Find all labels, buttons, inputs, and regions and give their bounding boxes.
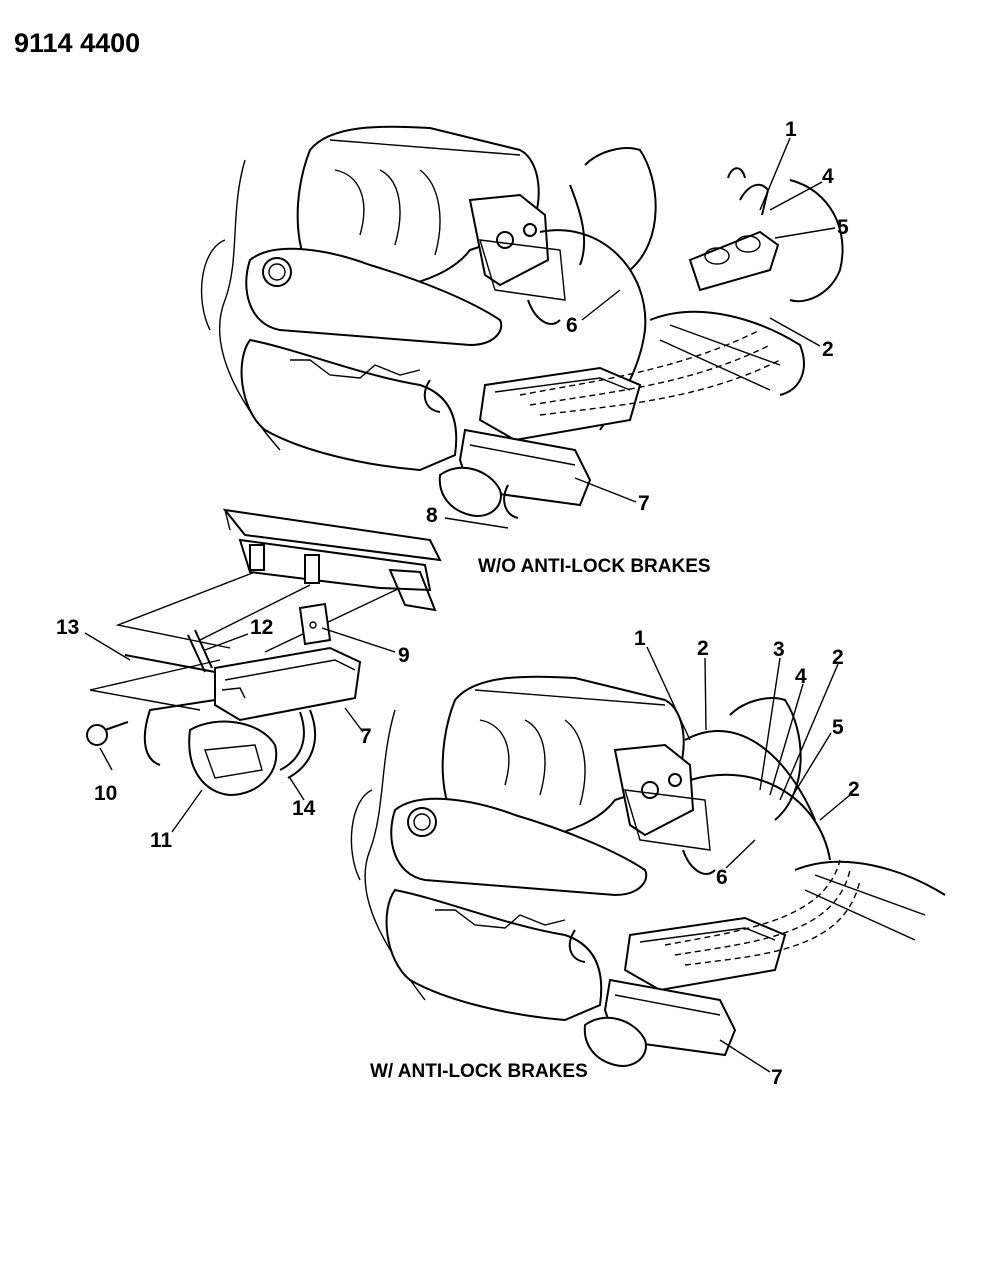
callout-6: 6 [566, 314, 578, 337]
callout-2-bottom-c: 2 [848, 778, 860, 801]
callout-4-bottom: 4 [795, 665, 807, 688]
callout-5-bottom: 5 [832, 716, 844, 739]
callout-7-bottom: 7 [771, 1066, 783, 1089]
callout-6-bottom: 6 [716, 866, 728, 889]
callout-3-bottom: 3 [773, 638, 785, 661]
callout-4: 4 [822, 165, 834, 188]
callout-2-bottom-a: 2 [697, 637, 709, 660]
callout-9: 9 [398, 644, 410, 667]
callout-11: 11 [150, 829, 173, 852]
servo-exploded-view [86, 508, 442, 797]
engine-illustration-with-abs [350, 675, 946, 1067]
callout-7-mid: 7 [360, 725, 372, 748]
callout-1: 1 [785, 118, 797, 141]
caption-without-abs: W/O ANTI-LOCK BRAKES [478, 556, 711, 577]
callout-2-bottom-b: 2 [832, 646, 844, 669]
callout-labels-mid: 13 12 9 7 10 11 14 [56, 616, 410, 852]
engine-illustration-without-abs [200, 125, 844, 519]
callout-1-bottom: 1 [634, 627, 646, 650]
callout-13: 13 [56, 616, 79, 639]
callout-labels-top: 1 4 5 2 6 7 8 [426, 118, 849, 527]
callout-14: 14 [292, 797, 316, 820]
callout-labels-bottom: 1 2 3 4 2 5 2 6 7 [634, 627, 860, 1089]
callout-8: 8 [426, 504, 438, 527]
callout-5: 5 [837, 216, 849, 239]
caption-with-abs: W/ ANTI-LOCK BRAKES [370, 1061, 588, 1082]
callout-leaders-top [444, 137, 836, 529]
callout-leaders-bottom [646, 646, 851, 1073]
document-number: 9114 4400 [14, 28, 140, 58]
callout-12: 12 [250, 616, 273, 639]
callout-2: 2 [822, 338, 834, 361]
callout-10: 10 [94, 782, 117, 805]
callout-leaders-mid [84, 627, 396, 833]
callout-7: 7 [638, 492, 650, 515]
